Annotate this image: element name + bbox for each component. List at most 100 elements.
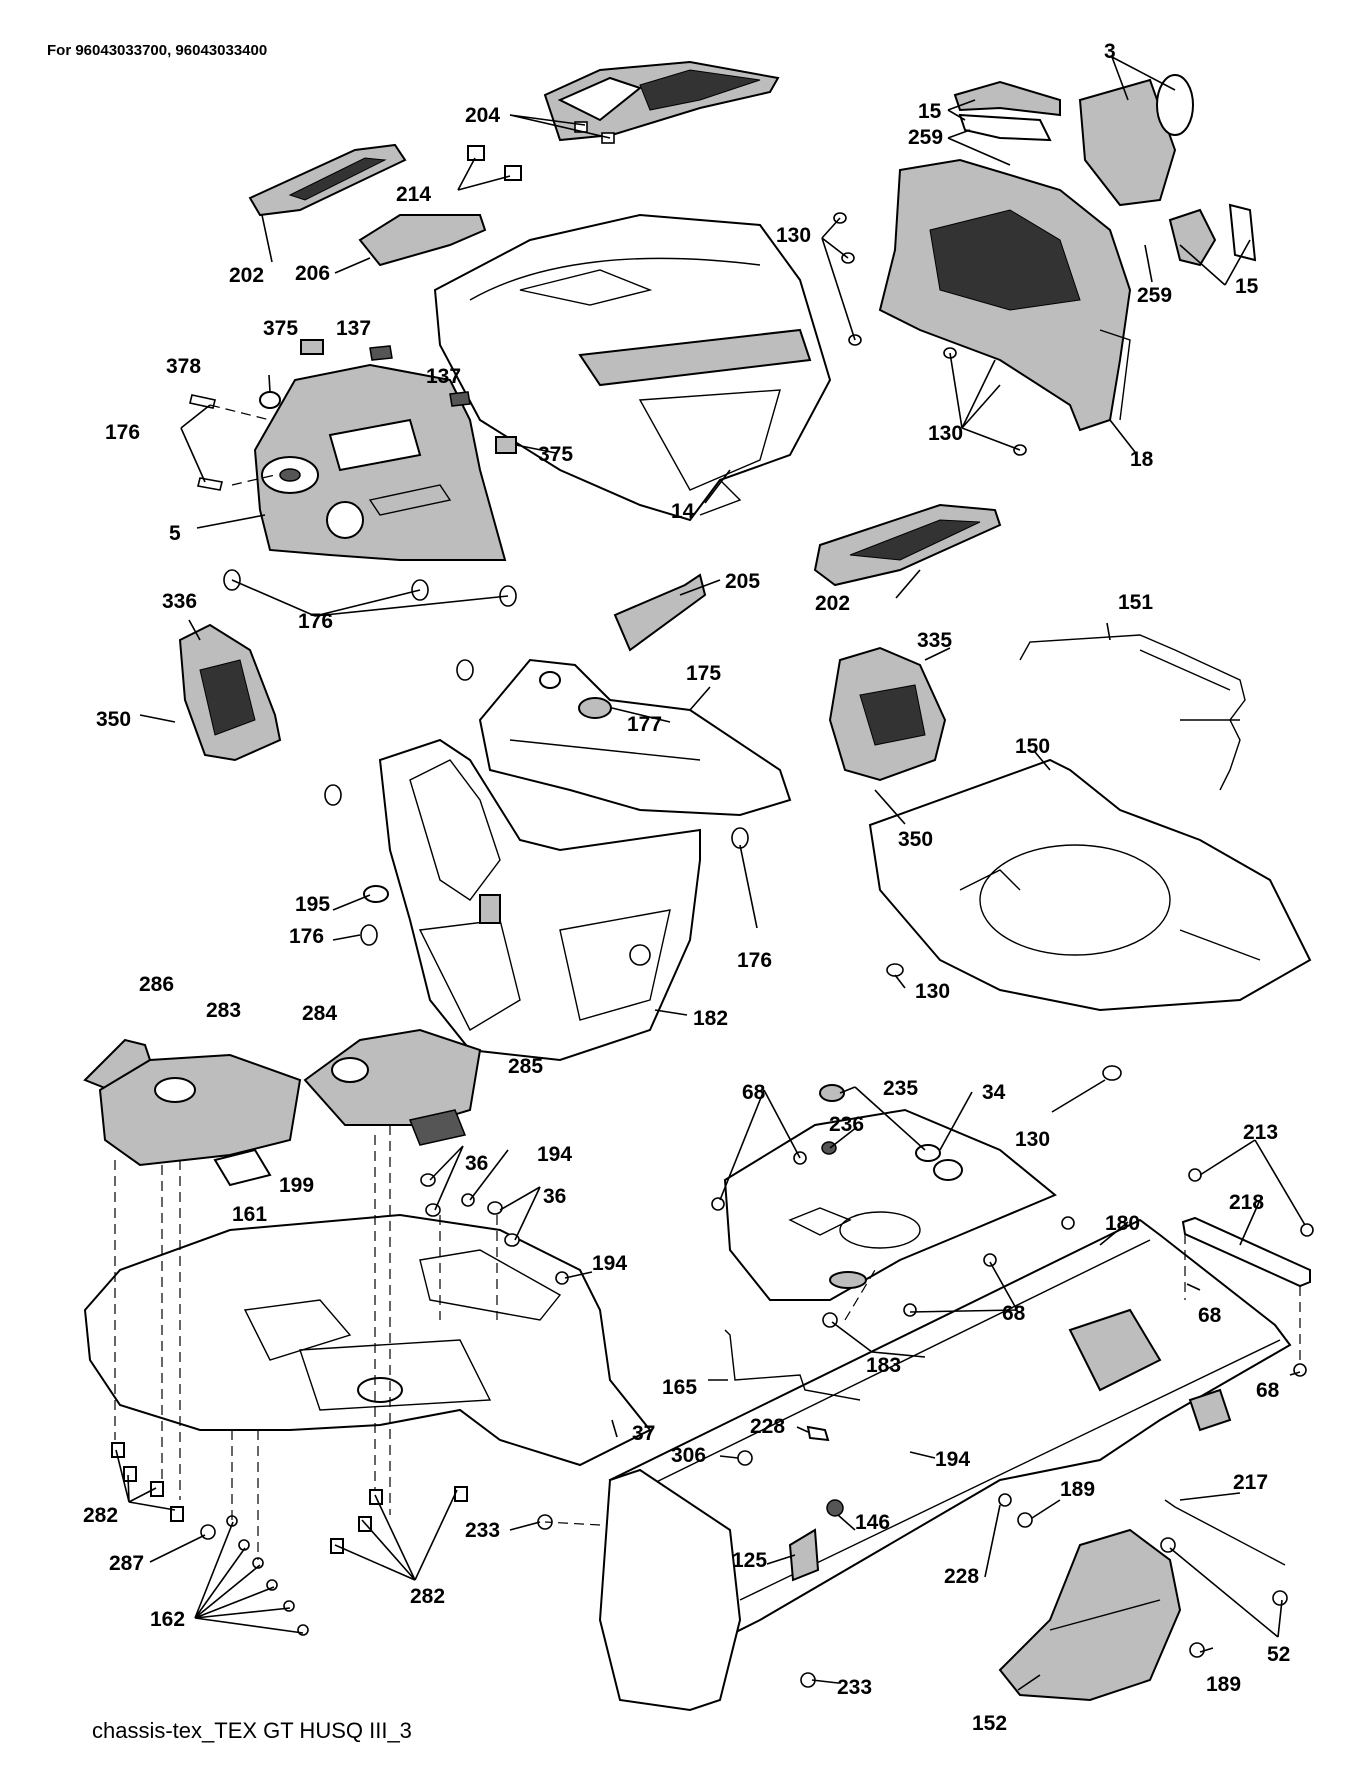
callout-52: 52 [1267,1643,1290,1666]
part-180-frame[interactable] [598,1218,1292,1712]
callout-68: 68 [1198,1304,1222,1327]
callout-235: 235 [883,1077,918,1100]
callout-130: 130 [928,422,963,445]
part-282-clips[interactable] [111,1442,468,1554]
part-34-seat-plate[interactable] [723,1108,1057,1301]
part-15-trim-right[interactable] [1168,203,1257,267]
part-150-floor-pan[interactable] [868,758,1312,1012]
callout-236: 236 [829,1113,864,1136]
callout-285: 285 [508,1055,543,1078]
callout-36: 36 [465,1152,488,1175]
part-195-grommet[interactable] [363,885,389,903]
callout-375: 375 [263,317,298,340]
part-137-clip-b[interactable] [449,391,471,407]
callout-282: 282 [83,1504,118,1527]
part-189-bolts[interactable] [1017,1512,1205,1658]
part-18-grille-frame[interactable] [878,158,1132,432]
leader-lines [115,56,1306,1691]
callout-130: 130 [1015,1128,1050,1151]
part-15-trim-top[interactable] [953,80,1061,142]
part-3-cover[interactable] [1078,74,1194,207]
callout-199: 199 [279,1174,314,1197]
callout-182: 182 [693,1007,728,1030]
callout-15: 15 [1235,275,1259,298]
part-375-clip-b[interactable] [495,436,517,454]
callout-37: 37 [632,1422,655,1445]
callout-282: 282 [410,1585,445,1608]
part-235-bushings[interactable] [819,1084,941,1162]
callout-286: 286 [139,973,174,996]
callout-161: 161 [232,1203,267,1226]
part-285-trim[interactable] [408,1109,467,1146]
part-375-clip-a[interactable] [300,339,324,355]
part-165-rod[interactable] [724,1329,861,1401]
callout-217: 217 [1233,1471,1268,1494]
part-306-washer[interactable] [737,1450,753,1466]
callout-130: 130 [776,224,811,247]
part-52-clips[interactable] [1160,1537,1288,1606]
callout-218: 218 [1229,1191,1264,1214]
callout-68: 68 [1002,1302,1026,1325]
part-199-plate[interactable] [213,1148,272,1187]
part-284-cover[interactable] [303,1028,482,1126]
callout-284: 284 [302,1002,337,1025]
callout-233: 233 [465,1519,500,1542]
part-175-bracket[interactable] [478,658,792,817]
part-214-clips[interactable] [467,145,522,181]
part-182-lower-dash[interactable] [378,738,701,1062]
callout-162: 162 [150,1608,185,1631]
callout-125: 125 [732,1549,767,1572]
callout-176: 176 [105,421,140,444]
callout-287: 287 [109,1552,144,1575]
callout-350: 350 [96,708,131,731]
callout-214: 214 [396,183,431,206]
callout-175: 175 [686,662,721,685]
part-287-screw[interactable] [200,1524,216,1540]
callout-204: 204 [465,104,500,127]
part-205-trim[interactable] [613,573,707,652]
callout-176: 176 [289,925,324,948]
callout-350: 350 [898,828,933,851]
part-228-fitting[interactable] [806,1425,1012,1507]
callout-205: 205 [725,570,760,593]
part-137-clip-a[interactable] [369,345,393,361]
callout-3: 3 [1104,40,1116,63]
part-202-front-vent[interactable] [813,503,1002,587]
callout-213: 213 [1243,1121,1278,1144]
callout-202: 202 [229,264,264,287]
part-378-grommet[interactable] [259,391,281,409]
callout-137: 137 [426,365,461,388]
callout-130: 130 [915,980,950,1003]
part-152-shield[interactable] [998,1528,1182,1702]
part-336-side-panel[interactable] [178,623,282,762]
callout-189: 189 [1206,1673,1241,1696]
part-283-console-cover[interactable] [98,1053,302,1167]
callout-137: 137 [336,317,371,340]
callout-165: 165 [662,1376,697,1399]
part-151-bracket[interactable] [1019,634,1246,791]
part-5-dash-console[interactable] [253,363,507,561]
callout-180: 180 [1105,1212,1140,1235]
callout-375: 375 [538,443,573,466]
part-217-rod[interactable] [1164,1499,1286,1566]
callout-202: 202 [815,592,850,615]
part-176-fasteners-lower[interactable] [324,659,749,946]
part-146-plug[interactable] [826,1499,844,1517]
part-335-side-panel[interactable] [828,646,947,782]
callout-336: 336 [162,590,197,613]
callout-183: 183 [866,1354,901,1377]
callout-36: 36 [543,1185,566,1208]
part-202-side-vent[interactable] [248,143,407,217]
part-162-screws[interactable] [226,1515,309,1636]
callout-176: 176 [737,949,772,972]
part-14-hood[interactable] [433,213,832,522]
callout-378: 378 [166,355,201,378]
part-125-bracket[interactable] [788,1528,820,1582]
part-206-bracket[interactable] [358,214,487,267]
part-177-grommet[interactable] [578,697,612,719]
part-36-screws[interactable] [420,1173,520,1247]
callout-18: 18 [1130,448,1154,471]
part-236-spacer[interactable] [821,1141,837,1155]
part-37-fender[interactable] [83,1213,652,1467]
callout-15: 15 [918,100,942,123]
